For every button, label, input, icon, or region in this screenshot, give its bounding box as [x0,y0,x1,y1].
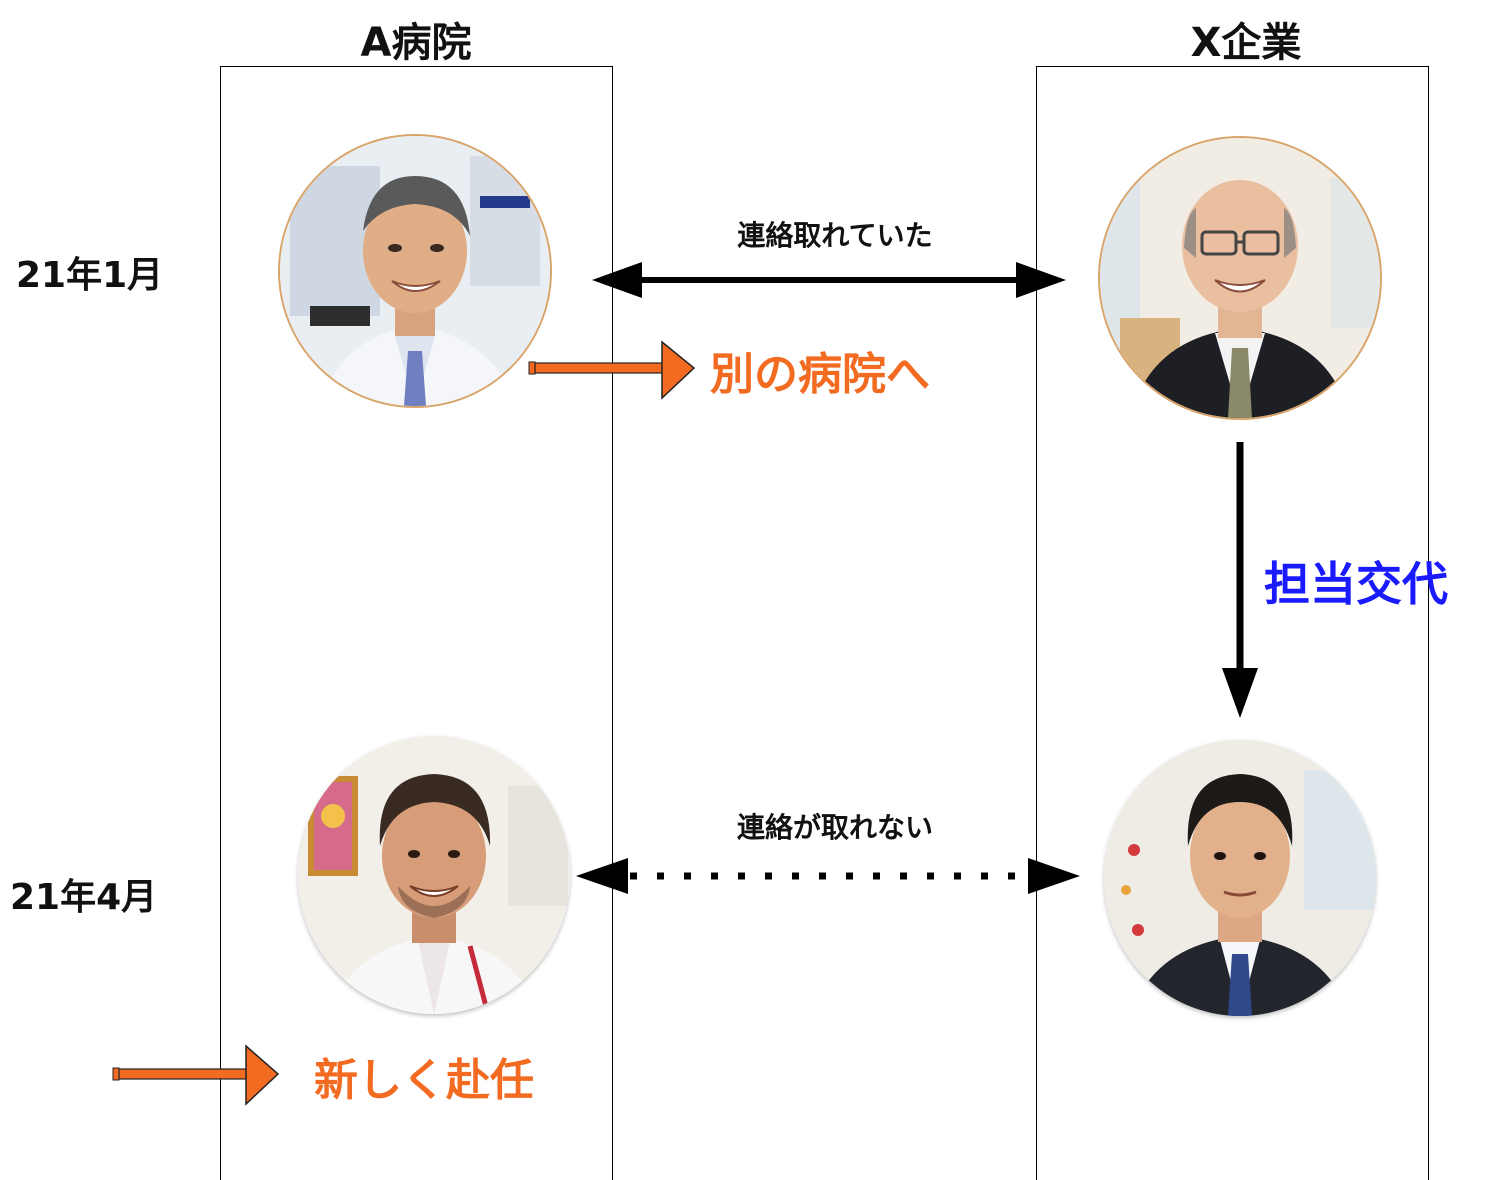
businessman-senior-icon [1100,138,1380,418]
relation-label-after: 連絡が取れない [736,811,933,844]
company-column-title: X企業 [1190,20,1302,66]
doctor-young-icon [298,736,570,1014]
contact-ok-arrow [592,262,1066,298]
moved-orange-arrow [528,340,696,400]
doctor-young-portrait [298,736,570,1014]
company-column [1036,66,1429,1180]
contact-lost-arrow [576,858,1080,894]
businessman-senior-portrait [1098,136,1382,420]
date-label-jan: 21年1月 [16,255,164,296]
hospital-column [220,66,613,1180]
relation-label-before: 連絡取れていた [737,219,933,252]
doctor-senior-icon [280,136,550,406]
businessman-young-icon [1104,740,1376,1016]
date-label-apr: 21年4月 [10,877,158,918]
doctor-senior-portrait [278,134,552,408]
event-moved-label: 別の病院へ [710,349,930,400]
event-rep-change-label: 担当交代 [1264,557,1448,611]
rep-change-arrow [1222,442,1258,718]
event-new-post-label: 新しく赴任 [314,1055,534,1106]
new-post-orange-arrow [112,1044,280,1106]
businessman-young-portrait [1104,740,1376,1016]
hospital-column-title: A病院 [360,20,472,66]
